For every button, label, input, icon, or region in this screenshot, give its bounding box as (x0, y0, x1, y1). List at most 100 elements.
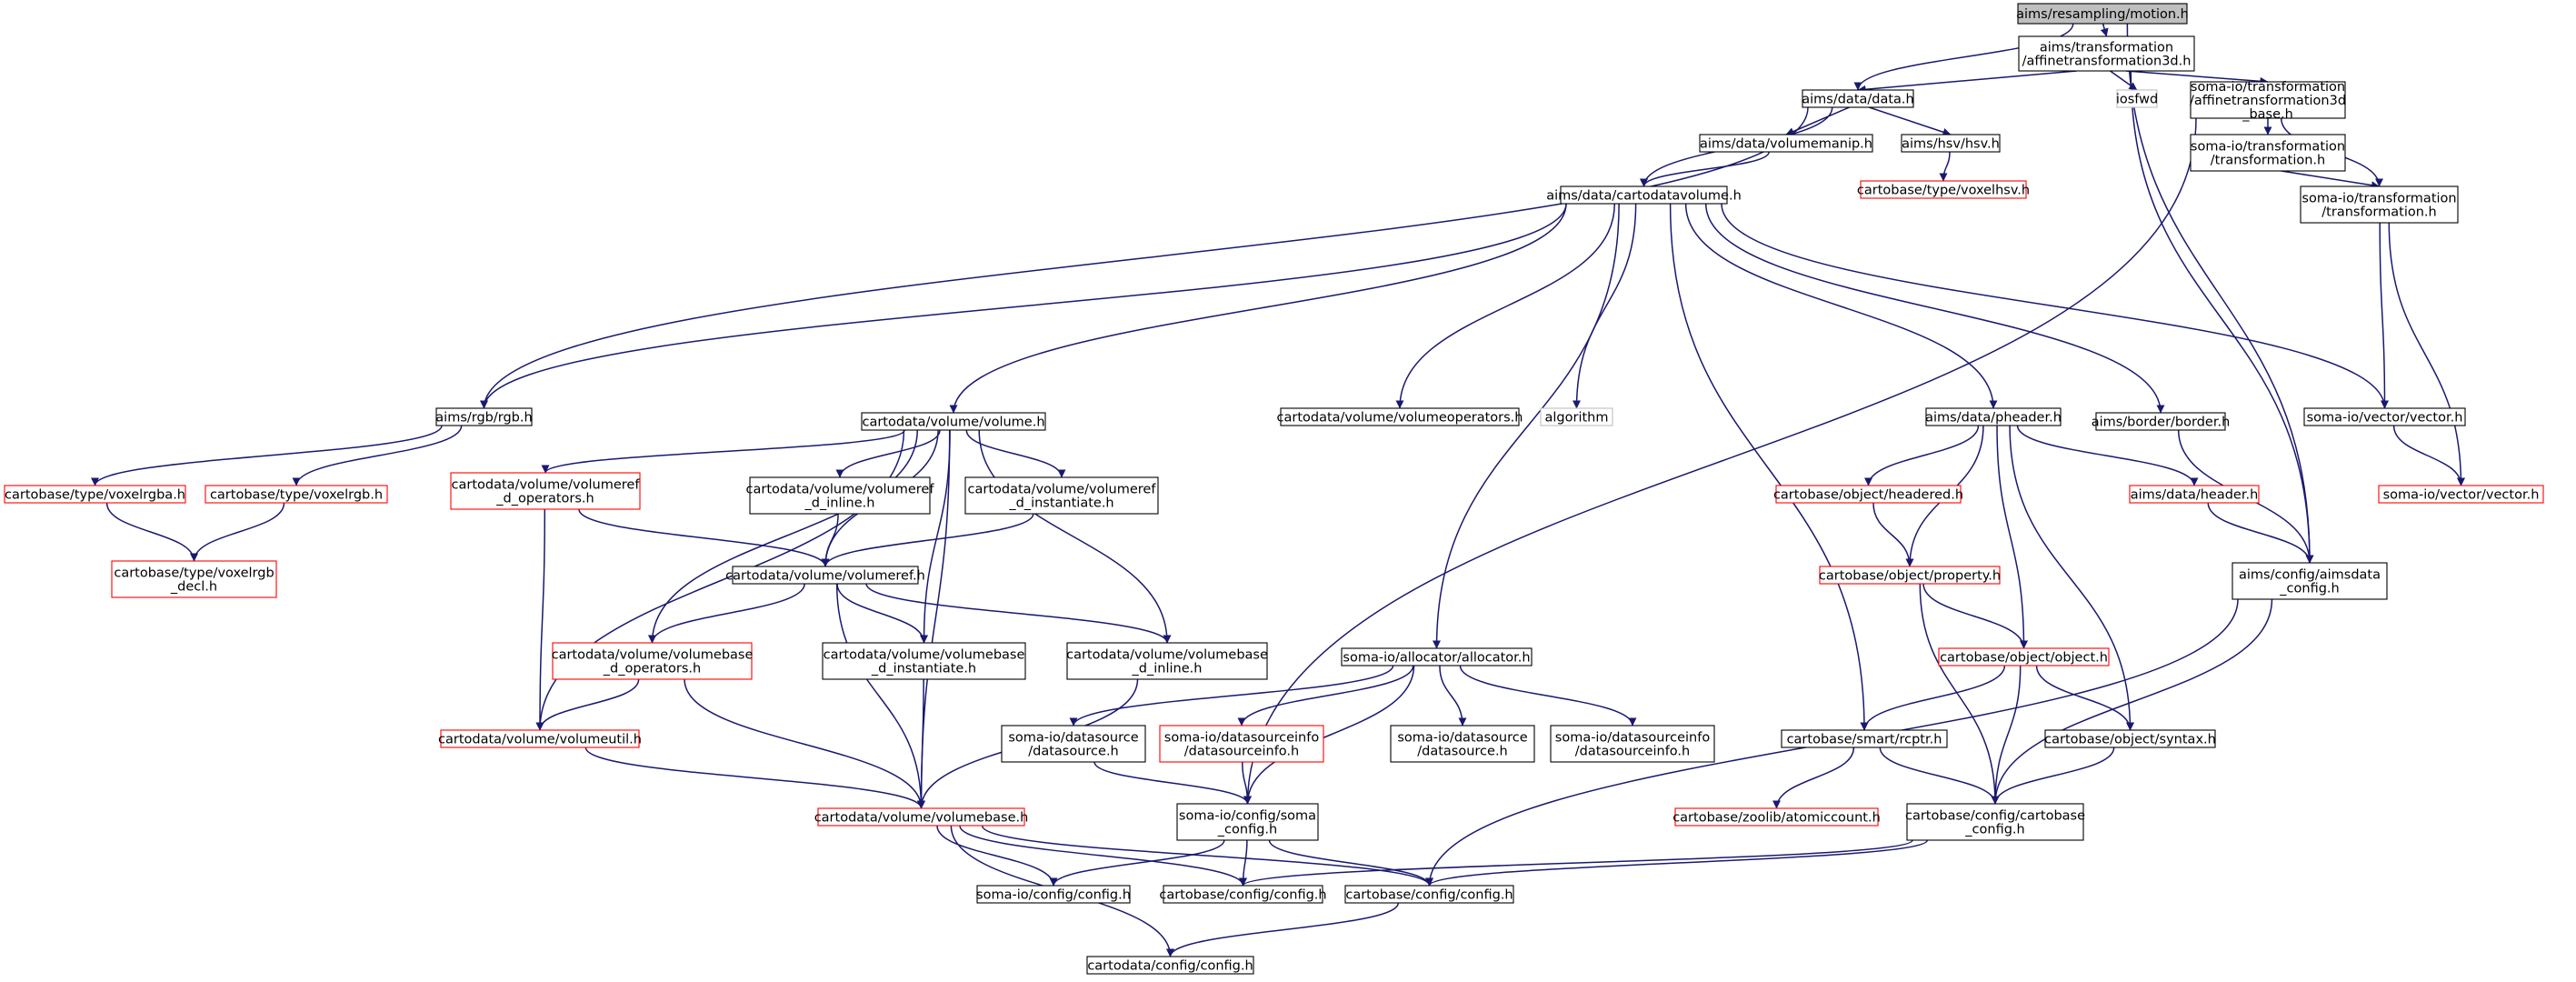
node-vrefops[interactable]: cartodata/volume/volumeref_d_operators.h (450, 472, 641, 510)
node-somaconf[interactable]: soma-io/config/soma_config.h (1176, 803, 1319, 841)
node-label: aims/border/border.h (2092, 416, 2231, 430)
node-label: soma-io/transformation (2191, 140, 2345, 155)
node-box (2300, 185, 2459, 224)
node-box (2378, 485, 2544, 504)
node-label: /datasourceinfo.h (1184, 745, 1299, 759)
node-dsi1[interactable]: soma-io/datasourceinfo/datasourceinfo.h (1159, 725, 1324, 763)
node-headered[interactable]: cartobase/object/headered.h (1773, 485, 1963, 504)
node-hsv[interactable]: aims/hsv/hsv.h (1901, 134, 2001, 153)
node-syntax[interactable]: cartobase/object/syntax.h (2044, 729, 2216, 748)
node-voxelhsv[interactable]: cartobase/type/voxelhsv.h (1857, 180, 2030, 199)
node-label: _d_operators.h (603, 662, 701, 676)
edge-volutil-to-volbase (584, 747, 925, 809)
node-border[interactable]: aims/border/border.h (2092, 412, 2231, 431)
node-volbase[interactable]: cartodata/volume/volumebase.h (814, 807, 1029, 827)
node-vrefinl[interactable]: cartodata/volume/volumeref_d_inline.h (746, 476, 935, 515)
edge-volumemanip-to-cdvol (1640, 151, 1770, 187)
edge-volbase-to-cbcfg2 (981, 825, 1433, 887)
edge-somaconf-to-cbcfg2 (1268, 839, 1433, 887)
node-label: aims/data/cartodatavolume.h (1546, 189, 1742, 204)
node-cbconf[interactable]: cartobase/config/cartobase_config.h (1905, 803, 2085, 841)
node-box (1925, 407, 2062, 426)
node-volref[interactable]: cartodata/volume/volumeref.h (725, 566, 925, 585)
node-vectorh[interactable]: soma-io/vector/vector.h (2303, 407, 2466, 426)
node-label: cartobase/type/voxelhsv.h (1857, 184, 2030, 198)
node-affbase[interactable]: soma-io/transformation/affinetransformat… (2190, 80, 2346, 122)
node-rgb[interactable]: aims/rgb/rgb.h (435, 407, 533, 426)
node-rgbdecl[interactable]: cartobase/type/voxelrgb_decl.h (111, 560, 277, 598)
node-box (1176, 803, 1319, 841)
node-vbinl[interactable]: cartodata/volume/volumebase_d_inline.h (1066, 642, 1268, 680)
edge-dsi1-to-somaconf (1242, 761, 1252, 805)
node-label: cartodata/volume/volume.h (862, 416, 1044, 430)
edge-vrefinst-to-volref (821, 513, 1034, 567)
node-rcptr[interactable]: cartobase/smart/rcptr.h (1781, 729, 1948, 748)
edge-property-to-objecth (1922, 583, 2028, 649)
node-data[interactable]: aims/data/data.h (1802, 89, 1914, 108)
edge-ds1-to-somaconf (1093, 761, 1252, 805)
node-dsi2[interactable]: soma-io/datasourceinfo/datasourceinfo.h (1550, 725, 1715, 763)
node-cbcfg1[interactable]: cartobase/config/config.h (1159, 885, 1327, 904)
node-pheader[interactable]: aims/data/pheader.h (1925, 407, 2062, 426)
node-volumeh[interactable]: cartodata/volume/volume.h (861, 412, 1046, 431)
edge-objecth-to-rcptr (1860, 665, 2006, 731)
node-somacfg[interactable]: soma-io/config/config.h (976, 885, 1131, 904)
node-transf1[interactable]: soma-io/transformation/transformation.h (2190, 134, 2346, 172)
edge-affine3d-to-iosfwd (2110, 70, 2138, 91)
edge-volref-to-vbops (648, 583, 805, 644)
node-headerh[interactable]: aims/data/header.h (2129, 485, 2260, 504)
node-label: aims/rgb/rgb.h (435, 411, 532, 426)
node-property[interactable]: cartobase/object/property.h (1819, 566, 2001, 585)
node-label: cartodata/volume/volumeoperators.h (1277, 411, 1523, 426)
node-vectorred[interactable]: soma-io/vector/vector.h (2378, 485, 2544, 504)
node-volutil[interactable]: cartodata/volume/volumeutil.h (438, 729, 642, 748)
edge-cdvol-to-vectorh (1721, 203, 2389, 409)
node-affine3d[interactable]: aims/transformation/affinetransformation… (2018, 35, 2195, 72)
node-vbops[interactable]: cartodata/volume/volumebase_d_operators.… (552, 642, 754, 680)
node-label: soma-io/config/config.h (976, 888, 1131, 903)
edge-data-to-rgb (480, 106, 1809, 409)
edge-rgb-to-voxelrgb (292, 425, 463, 486)
node-vrefinst[interactable]: cartodata/volume/volumeref_d_instantiate… (964, 476, 1159, 515)
edge-motion-to-aimsdata (2126, 23, 2314, 564)
node-ds1[interactable]: soma-io/datasource/datasource.h (1001, 725, 1146, 763)
node-vbinst[interactable]: cartodata/volume/volumebase_d_instantiat… (822, 642, 1026, 680)
node-box (1674, 807, 1879, 827)
node-label: cartobase/type/voxelrgb (114, 566, 274, 581)
edge-somaconf-to-cbcfg1 (1239, 839, 1248, 887)
node-label: cartobase/config/config.h (1159, 888, 1326, 903)
node-motion[interactable]: aims/resampling/motion.h (2016, 3, 2189, 25)
node-volumemanip[interactable]: aims/data/volumemanip.h (1699, 134, 1873, 153)
edge-volref-to-vbinl (865, 583, 1172, 644)
node-objecth[interactable]: cartobase/object/object.h (1938, 647, 2110, 666)
node-label: algorithm (1545, 411, 1609, 426)
node-transf2[interactable]: soma-io/transformation/transformation.h (2300, 185, 2459, 224)
node-atomic[interactable]: cartobase/zoolib/atomiccount.h (1672, 807, 1881, 827)
edge-affine3d-to-data (1857, 70, 2077, 94)
node-box (822, 642, 1026, 680)
node-box (2190, 81, 2346, 119)
node-cdcfg[interactable]: cartodata/config/config.h (1086, 956, 1254, 975)
node-box (1802, 89, 1914, 108)
node-voxelrgb[interactable]: cartobase/type/voxelrgb.h (205, 485, 388, 504)
edge-vrefops-to-volref (578, 508, 830, 567)
node-aimsdata[interactable]: aims/config/aimsdata_config.h (2232, 562, 2388, 600)
node-box (1066, 642, 1268, 680)
node-allocator[interactable]: soma-io/allocator/allocator.h (1341, 647, 1533, 666)
node-ds2[interactable]: soma-io/datasource/datasource.h (1390, 725, 1535, 763)
node-box (732, 566, 919, 585)
node-box (2017, 3, 2188, 25)
node-voxelrgba[interactable]: cartobase/type/voxelrgba.h (4, 485, 186, 504)
node-box (1159, 725, 1324, 763)
node-label: /affinetransformation3d.h (2022, 55, 2192, 69)
node-cdvol[interactable]: aims/data/cartodatavolume.h (1546, 185, 1742, 205)
node-label: /datasourceinfo.h (1575, 745, 1690, 759)
node-label: aims/data/pheader.h (1925, 411, 2062, 426)
edge-data-to-hsv (1869, 106, 1952, 136)
node-cbcfg2[interactable]: cartobase/config/config.h (1344, 885, 1514, 904)
node-volops[interactable]: cartodata/volume/volumeoperators.h (1277, 407, 1523, 426)
node-box (2232, 562, 2388, 600)
node-label: cartodata/volume/volumebase (552, 648, 754, 663)
node-box (1699, 134, 1873, 153)
